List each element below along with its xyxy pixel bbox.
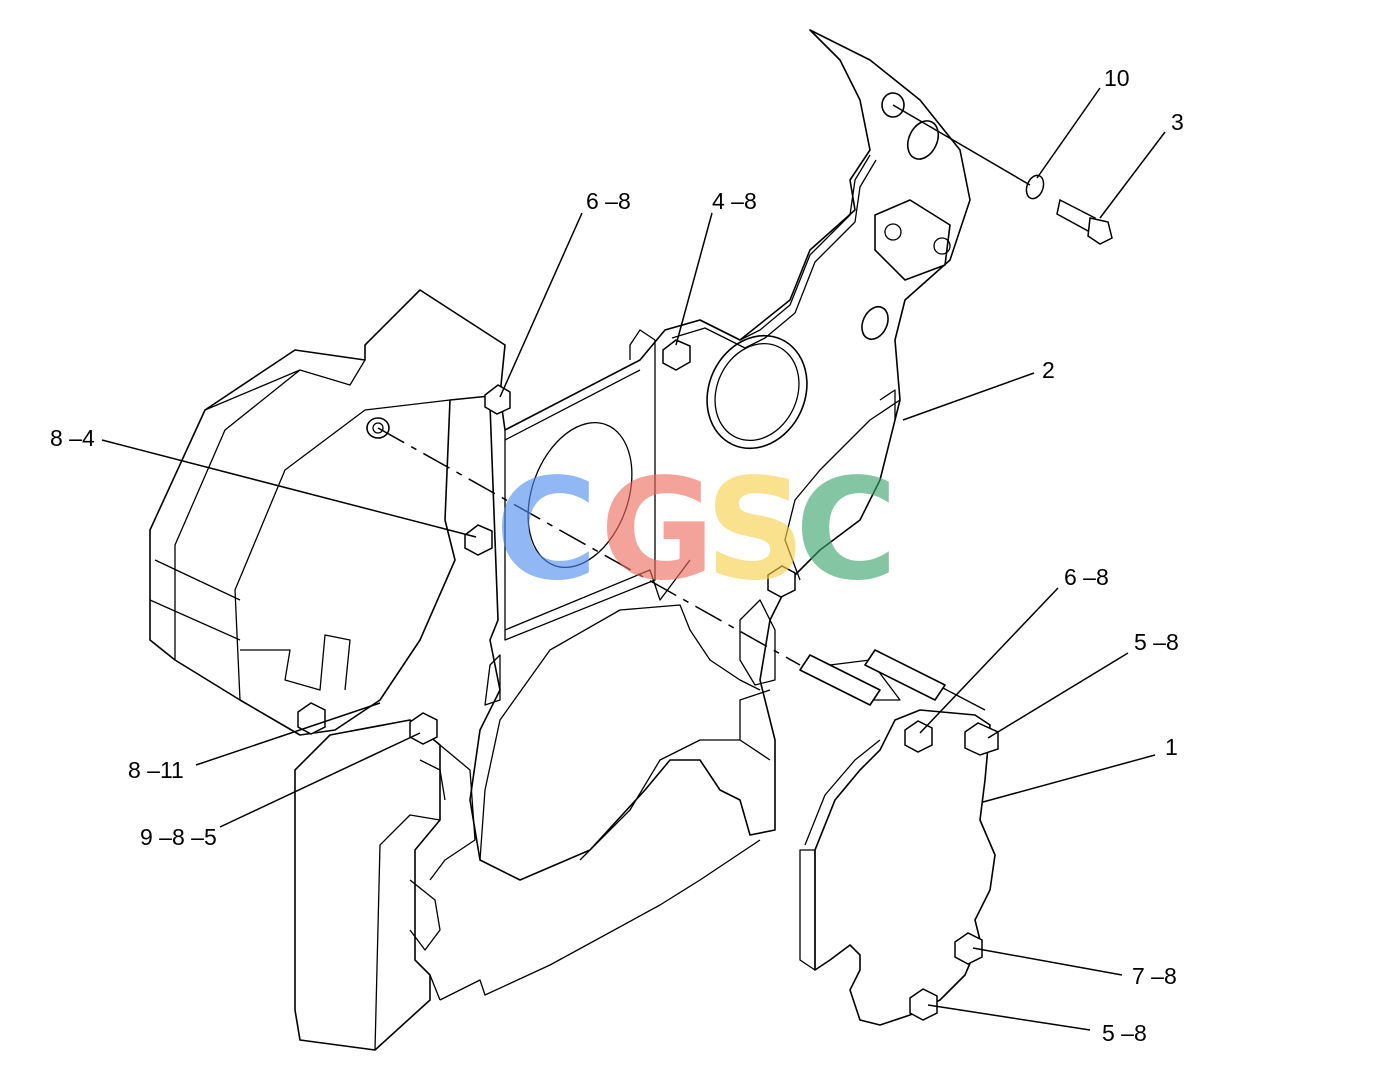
bolt-5-8-bottom — [909, 988, 938, 1021]
callout-4-8: 4 –8 — [712, 188, 757, 214]
bolt-8-11 — [297, 702, 326, 735]
housing-left — [149, 289, 506, 736]
leader-5-8-bottom — [927, 1004, 1091, 1031]
leader-6-8-top — [499, 212, 583, 398]
leader-9-8-5 — [219, 732, 421, 828]
callout-5-8-bottom: 5 –8 — [1102, 1020, 1147, 1046]
housing-lower-base — [294, 719, 446, 1051]
lower-center-housing — [429, 744, 761, 1001]
leader-3 — [1099, 131, 1166, 219]
callout-7-8: 7 –8 — [1132, 963, 1177, 989]
alignment-lines — [377, 104, 1031, 666]
dowel-pins — [799, 649, 946, 706]
leader-5-8-top — [987, 652, 1129, 739]
leader-6-8-right — [919, 587, 1059, 734]
leader-1 — [982, 754, 1156, 803]
bolt-10-washer — [1025, 174, 1045, 200]
center-plate — [469, 29, 971, 881]
leader-8-4 — [101, 439, 477, 538]
callout-2: 2 — [1042, 357, 1055, 383]
callout-1: 1 — [1165, 734, 1178, 760]
front-cover — [799, 654, 996, 1026]
watermark-letter-s: S — [705, 449, 806, 612]
callout-8-4: 8 –4 — [50, 425, 95, 451]
callout-6-8-top: 6 –8 — [586, 188, 631, 214]
bolt-3 — [1056, 198, 1113, 245]
leader-2 — [902, 372, 1035, 421]
bolt-center — [767, 565, 796, 598]
leader-7-8 — [972, 947, 1123, 976]
bolt-9-8-5 — [409, 712, 438, 745]
watermark-logo: C G S C — [495, 449, 898, 612]
callout-10: 10 — [1104, 65, 1130, 91]
bolt-4-8 — [662, 339, 691, 371]
bolt-7-8 — [954, 932, 983, 965]
watermark-letter-c2: C — [795, 449, 898, 612]
watermark-letter-c1: C — [495, 449, 598, 612]
bolt-8-4 — [464, 524, 493, 556]
callout-3: 3 — [1171, 109, 1184, 135]
leader-8-11 — [195, 702, 381, 766]
hardware-bolts — [297, 174, 1113, 1021]
callout-8-11: 8 –11 — [128, 757, 184, 783]
bolt-5-8-top — [964, 722, 999, 756]
watermark-letter-g: G — [600, 449, 715, 612]
callout-6-8-right: 6 –8 — [1064, 564, 1109, 590]
leader-lines — [101, 87, 1166, 1031]
bolt-6-8-top — [484, 384, 511, 415]
bolt-6-8-right — [904, 720, 933, 753]
leader-10 — [1036, 87, 1101, 179]
leader-4-8 — [675, 212, 713, 346]
callout-labels: 10 3 6 –8 4 –8 2 8 –4 6 –8 5 –8 1 8 –11 … — [50, 65, 1184, 1046]
callout-5-8-top: 5 –8 — [1134, 629, 1179, 655]
callout-9-8-5: 9 –8 –5 — [140, 824, 217, 850]
